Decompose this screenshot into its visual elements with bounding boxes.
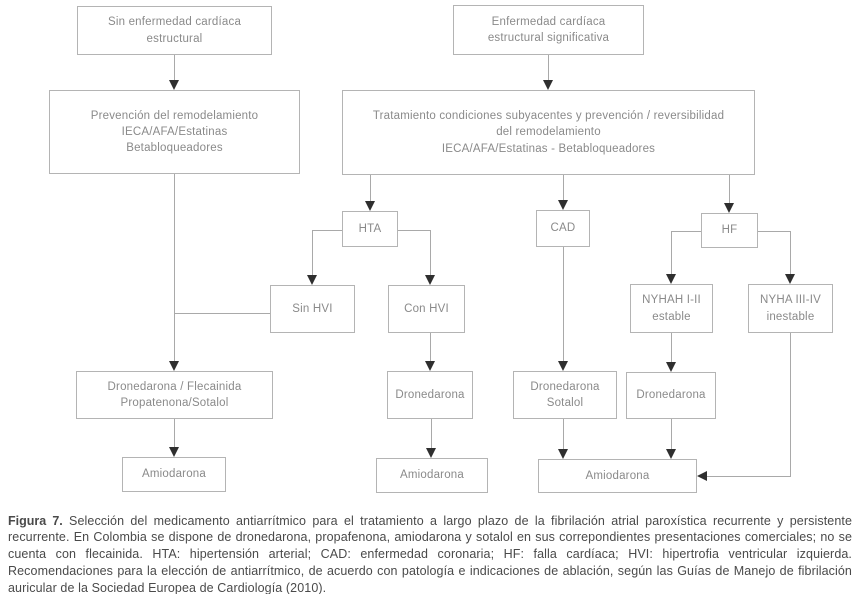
node-line: Dronedarona / Flecainida [107, 380, 242, 393]
connector-hta-to-con-hvi [430, 230, 431, 275]
connector-dronedarona-to-amiodarona-mid [431, 419, 432, 448]
arrowhead-down-icon [365, 201, 375, 211]
connector-con-hvi-to-dronedarona [430, 333, 431, 361]
node-line: HF [721, 224, 738, 237]
node-dronedarona-nyha: Dronedarona [626, 372, 716, 419]
node-nyha-3-4: NYHA III-IV inestable [748, 284, 833, 333]
node-amiodarona-mid: Amiodarona [376, 458, 488, 493]
connector-treatment-to-hf [729, 175, 730, 203]
node-dronedarona-sotalol: Dronedarona Sotalol [513, 371, 617, 419]
figure-caption: Figura 7. Selección del medicamento anti… [8, 513, 852, 594]
connector-dronedarona-nyha-to-amiodarona [671, 419, 672, 449]
node-hta: HTA [342, 211, 398, 247]
arrowhead-down-icon [558, 449, 568, 459]
arrowhead-down-icon [543, 80, 553, 90]
arrowhead-down-icon [558, 361, 568, 371]
connector-hta-to-con-hvi [398, 230, 430, 231]
arrowhead-down-icon [425, 275, 435, 285]
connector-hf-to-nyha34 [758, 231, 790, 232]
node-cad: CAD [536, 210, 590, 247]
connector-nyha34-to-amiodarona [707, 476, 791, 477]
arrowhead-down-icon [426, 448, 436, 458]
connector-treatment-to-cad [563, 175, 564, 200]
node-line: Betabloqueadores [126, 142, 223, 155]
connector-prevention-to-dronedarona [174, 174, 175, 361]
node-dronedarona-flecainida: Dronedarona / Flecainida Propatenona/Sot… [76, 371, 273, 419]
arrowhead-down-icon [666, 362, 676, 372]
node-line: inestable [766, 310, 815, 323]
arrowhead-down-icon [666, 449, 676, 459]
connector-sin-hvi-join [174, 313, 270, 314]
node-prevention: Prevención del remodelamiento IECA/AFA/E… [49, 90, 300, 174]
node-line: HTA [358, 222, 382, 235]
figure-caption-text: Selección del medicamento antiarrítmico … [8, 513, 853, 594]
connector-nsd-to-prevention [174, 55, 175, 80]
node-line: Dronedarona [636, 389, 706, 402]
node-hf: HF [701, 213, 758, 248]
node-line: estable [652, 310, 691, 323]
node-line: Enfermedad cardíaca [491, 15, 606, 28]
node-line: Tratamiento condiciones subyacentes y pr… [372, 110, 725, 122]
connector-cad-to-dronedarona-sotalol [563, 247, 564, 361]
connector-esd-to-treatment [548, 55, 549, 80]
node-dronedarona-con-hvi: Dronedarona [387, 371, 473, 419]
node-line: Con HVI [404, 302, 449, 315]
node-line: Sotalol [546, 397, 584, 409]
arrowhead-down-icon [169, 361, 179, 371]
node-line: Propatenona/Sotalol [120, 397, 229, 409]
node-line: Amiodarona [585, 469, 650, 482]
node-nyha-1-2: NYHAH I-II estable [630, 284, 713, 333]
arrowhead-down-icon [785, 274, 795, 284]
connector-hf-to-nyha12 [671, 231, 672, 274]
node-amiodarona-right: Amiodarona [538, 459, 697, 493]
arrowhead-down-icon [169, 80, 179, 90]
connector-hf-to-nyha34 [790, 231, 791, 274]
connector-nyha12-to-dronedarona [671, 333, 672, 362]
connector-dronedarona-to-amiodarona-left [174, 419, 175, 447]
node-line: Dronedarona [530, 380, 600, 393]
node-line: Amiodarona [141, 468, 206, 481]
node-amiodarona-left: Amiodarona [122, 457, 226, 492]
arrowhead-down-icon [307, 275, 317, 285]
node-line: del remodelamiento [496, 126, 601, 139]
arrowhead-down-icon [558, 200, 568, 210]
connector-hta-to-sin-hvi [312, 230, 313, 275]
arrowhead-down-icon [169, 447, 179, 457]
arrowhead-left-icon [697, 471, 707, 481]
node-line: Sin enfermedad cardíaca [107, 16, 242, 29]
node-line: estructural [146, 32, 203, 45]
node-line: IECA/AFA/Estatinas [121, 125, 228, 138]
arrowhead-down-icon [666, 274, 676, 284]
arrowhead-down-icon [425, 361, 435, 371]
node-treatment: Tratamiento condiciones subyacentes y pr… [342, 90, 755, 175]
figure-caption-label: Figura 7. [8, 513, 63, 528]
node-line: NYHA III-IV [760, 294, 821, 307]
node-line: IECA/AFA/Estatinas - Betabloqueadores [441, 142, 656, 155]
node-line: Amiodarona [399, 469, 464, 482]
node-line: Prevención del remodelamiento [90, 109, 259, 122]
connector-dronedarona-sotalol-to-amiodarona [563, 419, 564, 449]
node-structural-disease: Enfermedad cardíaca estructural signific… [453, 5, 644, 55]
arrowhead-down-icon [724, 203, 734, 213]
node-con-hvi: Con HVI [388, 285, 465, 333]
connector-nyha34-to-amiodarona [790, 333, 791, 477]
connector-hf-to-nyha12 [671, 231, 701, 232]
node-line: NYHAH I-II [642, 294, 701, 307]
node-line: estructural significativa [487, 32, 610, 44]
connector-treatment-to-hta [370, 175, 371, 201]
connector-hta-to-sin-hvi [312, 230, 342, 231]
node-sin-hvi: Sin HVI [270, 285, 355, 333]
node-no-structural-disease: Sin enfermedad cardíaca estructural [77, 6, 272, 55]
node-line: Dronedarona [395, 388, 465, 401]
node-line: CAD [550, 222, 576, 235]
node-line: Sin HVI [292, 302, 333, 315]
